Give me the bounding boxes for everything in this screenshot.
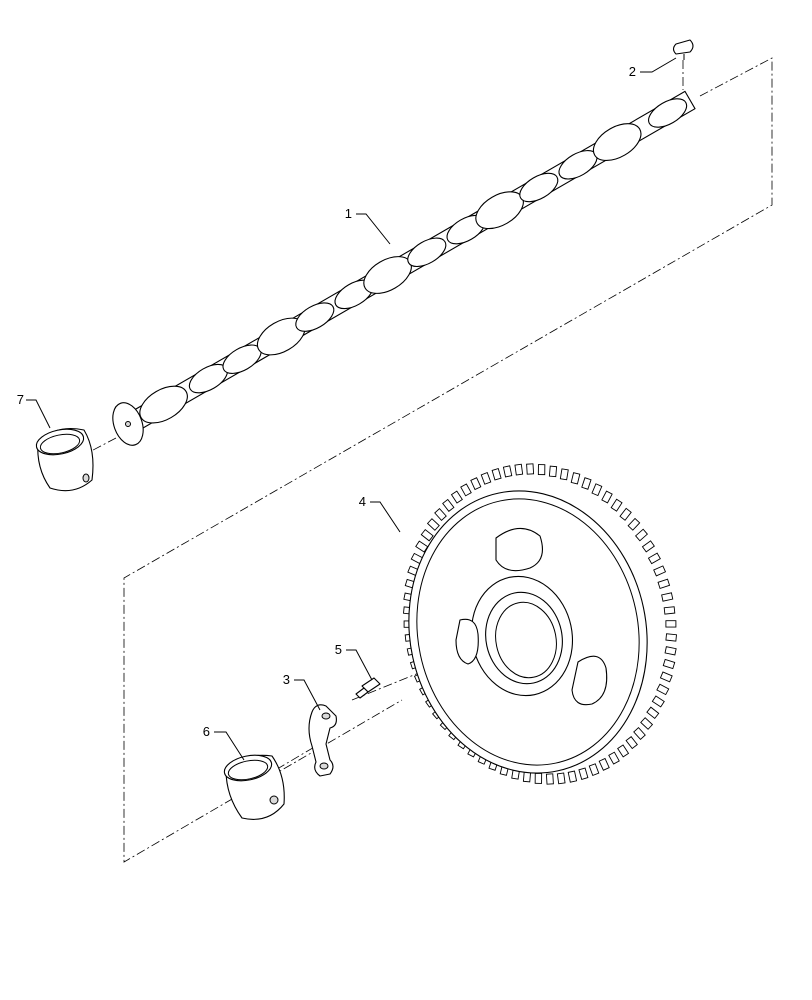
gear-tooth xyxy=(470,477,482,491)
gear-tooth xyxy=(442,498,455,512)
gear-tooth xyxy=(556,772,566,785)
callout-6: 6 xyxy=(203,724,210,739)
gear-tooth xyxy=(664,646,677,656)
callout-4: 4 xyxy=(359,494,366,509)
gear-tooth xyxy=(634,528,649,542)
gear-tooth xyxy=(578,767,589,780)
gear-tooth xyxy=(491,468,502,481)
camshaft-lobe xyxy=(295,302,335,332)
callout-2: 2 xyxy=(629,64,636,79)
camshaft-lobe xyxy=(407,237,447,268)
camshaft-center-hole xyxy=(125,421,131,427)
gear-tooth xyxy=(601,490,613,504)
gear-tooth xyxy=(588,763,600,776)
gear-tooth xyxy=(502,465,513,478)
gear-tooth xyxy=(653,565,667,577)
bolt xyxy=(355,677,381,699)
gear-tooth xyxy=(641,540,655,553)
camshaft xyxy=(112,90,696,446)
gear-tooth xyxy=(514,463,524,476)
gear-tooth xyxy=(567,770,578,783)
bushing-front xyxy=(35,427,94,492)
gear-tooth xyxy=(665,620,677,628)
gear-tooth xyxy=(627,517,641,531)
gear-tooth xyxy=(548,465,558,478)
dowel-pin xyxy=(672,39,694,60)
gear-tooth xyxy=(647,552,661,565)
gear-tooth xyxy=(598,757,610,771)
gear-tooth xyxy=(661,592,674,602)
gear-tooth xyxy=(537,464,546,476)
camshaft-lobe xyxy=(519,172,559,203)
gear-tooth xyxy=(534,772,543,784)
gear-tooth xyxy=(619,507,632,521)
gear-tooth xyxy=(656,683,670,696)
gear-tooth xyxy=(633,727,646,740)
gear-tooth xyxy=(610,498,623,512)
callout-1: 1 xyxy=(345,206,352,221)
gear-tooth xyxy=(559,468,569,481)
gear-tooth xyxy=(545,773,554,785)
callout-7: 7 xyxy=(17,392,24,407)
cam-gear xyxy=(403,463,677,785)
gear-tooth xyxy=(450,490,463,504)
leader-lines xyxy=(26,57,677,761)
gear-tooth xyxy=(591,483,603,497)
gear-tooth xyxy=(625,736,638,750)
gear-tooth xyxy=(657,578,671,589)
gear-tooth xyxy=(608,751,620,765)
gear-tooth xyxy=(480,472,492,485)
gear-tooth xyxy=(662,658,676,670)
callout-5: 5 xyxy=(335,642,342,657)
gear-tooth xyxy=(434,508,447,521)
assembly-boundary xyxy=(77,57,773,863)
gear-tooth xyxy=(617,744,630,758)
camshaft-lobe xyxy=(648,98,688,128)
camshaft-journal xyxy=(592,123,642,162)
gear-tooth xyxy=(526,463,535,475)
gear-tooth xyxy=(426,518,440,531)
gear-tooth xyxy=(640,717,654,730)
gear-tooth xyxy=(646,706,660,720)
thrust-plate xyxy=(308,704,337,777)
callout-3: 3 xyxy=(283,672,290,687)
gear-tooth xyxy=(570,472,581,485)
gear-tooth xyxy=(581,477,592,490)
gear-tooth xyxy=(663,606,676,615)
gear-tooth xyxy=(659,671,673,683)
bushing-rear xyxy=(223,754,285,820)
gear-tooth xyxy=(665,633,677,642)
gear-tooth xyxy=(460,483,472,497)
gear-tooth xyxy=(651,695,665,708)
gear-tooth xyxy=(420,528,434,542)
